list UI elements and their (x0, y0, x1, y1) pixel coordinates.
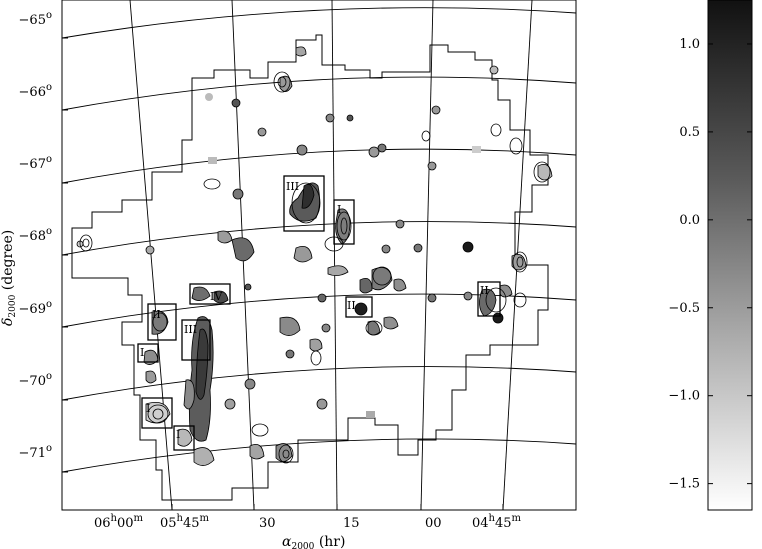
dec-gridline (62, 7, 576, 39)
ra-gridline (420, 0, 434, 510)
ra-gridline (129, 0, 173, 510)
y-axis-title: δ2000 (degree) (0, 230, 18, 326)
region-label: II (480, 284, 489, 297)
colorbar-tick-label: 0.0 (679, 213, 700, 228)
ra-gridline (331, 0, 338, 510)
dec-tick-label: −70o (19, 371, 52, 389)
dec-tick-label: −66o (19, 82, 52, 100)
region-box (345, 296, 373, 318)
colorbar-tick-label: 0.5 (679, 125, 700, 140)
dec-tick-label: −65o (19, 10, 52, 28)
contour-rings (79, 71, 551, 464)
dec-gridline (62, 76, 576, 111)
region-label: I (140, 346, 144, 359)
region-boxes (137, 175, 501, 451)
dec-tick-label: −67o (19, 154, 52, 172)
region-label: I (146, 402, 150, 415)
region-box (181, 319, 211, 361)
region-label: IV (210, 290, 223, 303)
colorbar-tick-label: −1.0 (668, 389, 700, 404)
region-label: III (184, 323, 197, 336)
ra-tick-labels: 06h00m 05h45m 30 15 00 04h45m (94, 513, 522, 531)
region-label: I (337, 203, 341, 216)
ra-tick-label: 04h45m (472, 513, 522, 531)
dec-tick-label: −68o (19, 226, 52, 244)
colorbar-tick-label: 1.0 (679, 37, 700, 52)
colorbar-gradient (707, 0, 753, 511)
region-label: I (176, 428, 180, 441)
region-label: III (286, 180, 299, 193)
region-label: II (347, 299, 356, 312)
region-box (141, 397, 173, 429)
region-box (333, 199, 355, 245)
colorbar-ticks: 1.0 0.5 0.0 −0.5 −1.0 −1.5 (668, 37, 752, 492)
region-labels: III I II II IV III I I II I (140, 180, 489, 441)
x-axis-title: α2000 (hr) (282, 534, 345, 549)
region-box (147, 303, 177, 341)
ra-tick-label: 15 (343, 516, 360, 531)
region-box (173, 425, 195, 451)
map-frame (61, 0, 577, 511)
dec-gridline (62, 148, 576, 184)
colorbar: 1.0 0.5 0.0 −0.5 −1.0 −1.5 (668, 0, 753, 511)
ra-tick-label: 06h00m (94, 513, 144, 531)
dec-gridline (62, 221, 576, 256)
colorbar-tick-label: −1.5 (668, 477, 700, 492)
dec-tick-label: −71o (19, 443, 52, 461)
dec-tick-labels: −65o −66o −67o −68o −69o −70o −71o (19, 10, 52, 461)
region-label: II (152, 308, 161, 321)
emission-clumps (76, 46, 553, 466)
map-panel: III I II II IV III I I II I −65o −66o −6… (0, 0, 577, 549)
ra-tick-label: 05h45m (160, 513, 210, 531)
survey-boundary (71, 34, 549, 501)
ra-tick-label: 30 (259, 516, 276, 531)
region-box (189, 283, 231, 305)
colorbar-tick-label: −0.5 (668, 301, 700, 316)
region-box (137, 343, 159, 363)
tick-marks (62, 37, 504, 510)
region-box (283, 175, 325, 232)
dec-gridline (62, 438, 576, 473)
region-box (477, 281, 501, 317)
dec-tick-label: −69o (19, 299, 52, 317)
dec-gridline (62, 366, 576, 401)
ra-tick-label: 00 (425, 516, 442, 531)
